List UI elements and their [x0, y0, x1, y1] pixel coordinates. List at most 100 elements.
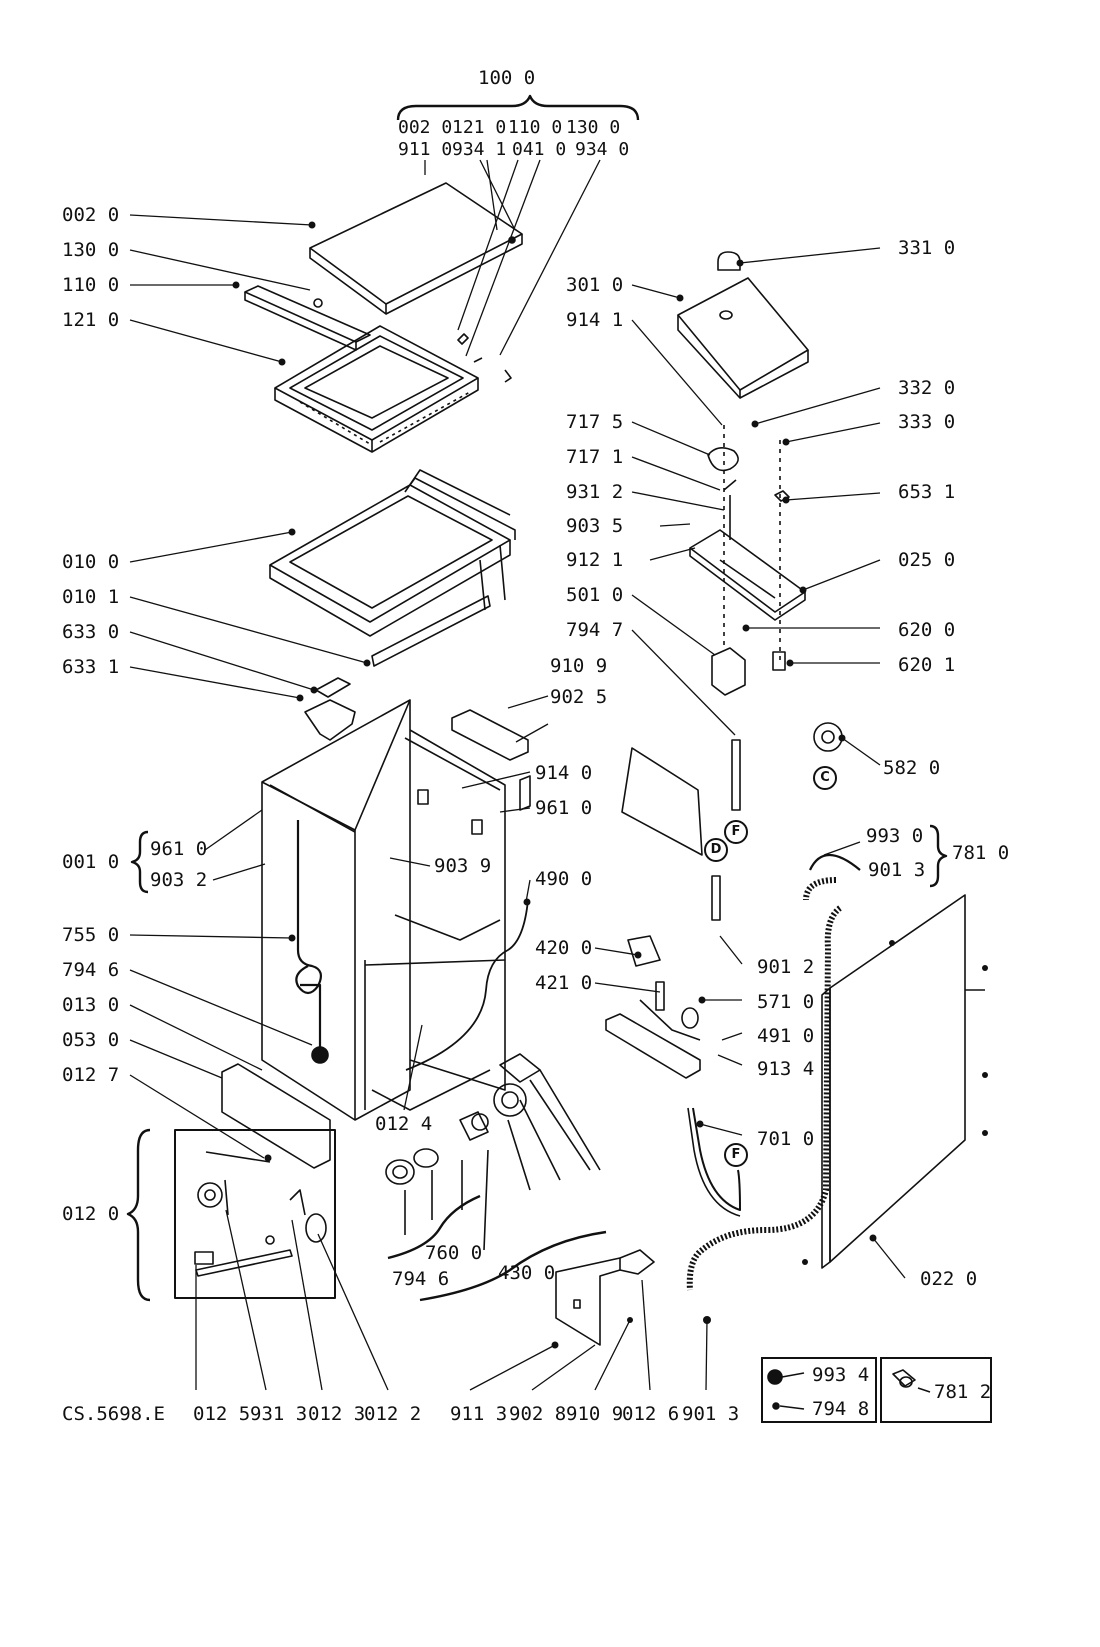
leader-lines-pump [404, 1069, 601, 1251]
drain-hose-781 [686, 877, 842, 1291]
part-label: 571 0 [757, 991, 815, 1013]
part-label: 794 6 [392, 1268, 450, 1290]
legend-label: 993 4 [812, 1364, 870, 1386]
group-row2-item-2: 934 1 [452, 139, 507, 160]
part-label: 012 5 [193, 1403, 251, 1425]
part-label: 025 0 [898, 549, 956, 571]
top-panel [269, 469, 516, 637]
circle-marker-f: F [724, 820, 748, 844]
part-label: 620 1 [898, 654, 956, 676]
group-row1-item-1: 002 0 [398, 117, 453, 138]
cabinet-group-label: 001 0 [62, 851, 120, 873]
legend-shapes [767, 1369, 931, 1410]
legend-label: 781 2 [934, 1381, 992, 1403]
part-label: 012 7 [62, 1064, 120, 1086]
part-label: 491 0 [757, 1025, 815, 1047]
part-label: 633 0 [62, 621, 120, 643]
valve-assembly [605, 935, 701, 1079]
part-633-0 [315, 677, 351, 698]
cabinet-sub-label: 903 2 [150, 869, 208, 891]
part-label: 010 0 [62, 551, 120, 573]
part-label: 430 0 [498, 1262, 556, 1284]
part-label: 755 0 [62, 924, 120, 946]
part-label: 931 2 [566, 481, 624, 503]
part-dots [232, 221, 988, 1349]
group-row1-item-3: 110 0 [508, 117, 563, 138]
part-label: 620 0 [898, 619, 956, 641]
part-633-1 [304, 699, 356, 741]
part-label: 582 0 [883, 757, 941, 779]
cable-490 [405, 899, 529, 1071]
part-label: 901 2 [757, 956, 815, 978]
group-100-header: 100 0 [478, 67, 536, 89]
control-board [689, 529, 806, 621]
brace-001 [130, 830, 149, 894]
motor-501 [711, 647, 746, 696]
drain-hose [295, 820, 323, 1050]
part-label: 914 1 [566, 309, 624, 331]
part-label: 717 1 [566, 446, 624, 468]
base-bracket [555, 1249, 655, 1346]
part-label: 717 5 [566, 411, 624, 433]
part-label: 901 3 [682, 1403, 740, 1425]
hose-clamp [311, 1046, 329, 1064]
part-label: 653 1 [898, 481, 956, 503]
part-label: 912 1 [566, 549, 624, 571]
legend-box-adapter [880, 1357, 992, 1423]
cabinet-sub-label: 961 0 [150, 838, 208, 860]
cabinet-body [261, 699, 506, 1121]
part-label: 332 0 [898, 377, 956, 399]
tube-lower [711, 875, 721, 921]
part-label: 420 0 [535, 937, 593, 959]
part-label: 931 3 [250, 1403, 308, 1425]
part-label: 012 3 [308, 1403, 366, 1425]
part-label: 002 0 [62, 204, 120, 226]
front-panel [221, 1063, 331, 1169]
brace-760 [387, 1194, 481, 1260]
part-label: 333 0 [898, 411, 956, 433]
lid-frame [274, 325, 479, 453]
part-label: 421 0 [535, 972, 593, 994]
knob-331 [717, 251, 741, 271]
part-label: 110 0 [62, 274, 120, 296]
lid-part [309, 182, 523, 315]
part-label: 121 0 [62, 309, 120, 331]
hinge-bar [244, 285, 371, 351]
part-label: 012 6 [622, 1403, 680, 1425]
part-label: 760 0 [425, 1242, 483, 1264]
part-label: 794 6 [62, 959, 120, 981]
filter-582 [813, 722, 843, 752]
spring-717 [723, 479, 737, 540]
part-label: 022 0 [920, 1268, 978, 1290]
part-label: 910 9 [550, 655, 608, 677]
group-row2-item-1: 911 0 [398, 139, 453, 160]
part-label: 012 4 [375, 1113, 433, 1135]
legend-label: 794 8 [812, 1398, 870, 1420]
detergent-box [677, 277, 809, 399]
part-label: 633 1 [62, 656, 120, 678]
part-label: 010 1 [62, 586, 120, 608]
drain-hose-group-label: 781 0 [952, 842, 1010, 864]
group-row2-item-3: 041 0 [512, 139, 567, 160]
part-620-1 [772, 651, 786, 671]
part-label: 013 0 [62, 994, 120, 1016]
brace-781 [929, 824, 948, 888]
inner-panel [621, 747, 703, 856]
group-row1-item-2: 121 0 [452, 117, 507, 138]
drawing-code: CS.5698.E [62, 1403, 165, 1425]
part-label: 490 0 [535, 868, 593, 890]
inset-box [174, 1129, 336, 1299]
part-label: 910 9 [566, 1403, 624, 1425]
part-717-5 [707, 447, 739, 472]
rear-bracket [451, 709, 529, 761]
part-label: 012 0 [62, 1203, 120, 1225]
part-label: 913 4 [757, 1058, 815, 1080]
part-label: 961 0 [535, 797, 593, 819]
top-group-brace [396, 94, 640, 121]
fill-hose [692, 1107, 741, 1211]
legend-box-fasteners [761, 1357, 877, 1423]
door-lock-parts [194, 1151, 327, 1277]
group-row2-item-4: 934 0 [575, 139, 630, 160]
part-label: 902 8 [509, 1403, 567, 1425]
